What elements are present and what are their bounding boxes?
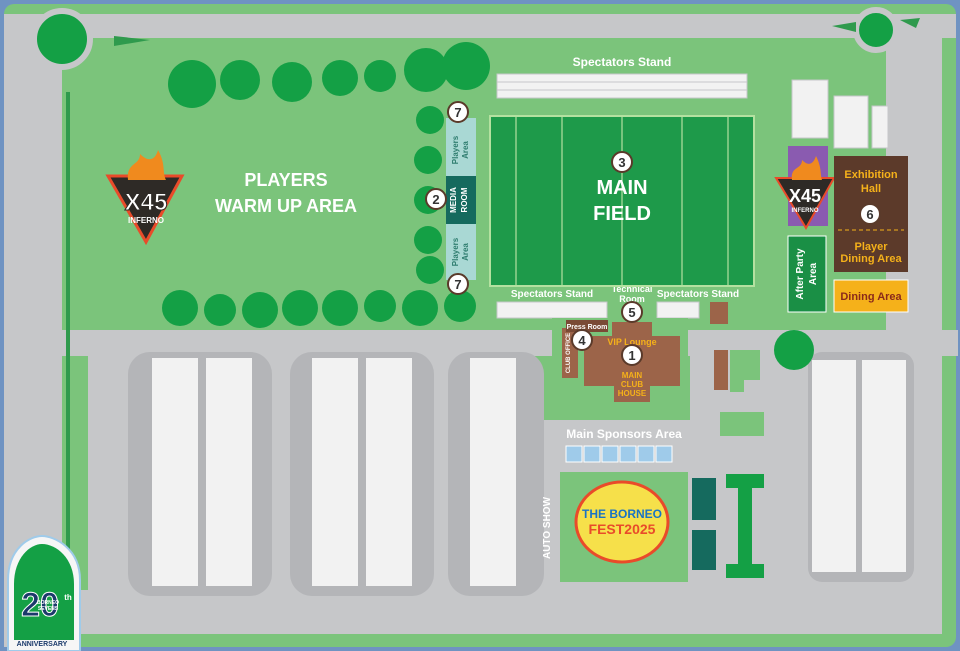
players-area-bottom-label-1: Players <box>451 237 460 266</box>
players-area-top <box>446 118 476 176</box>
media-room-label-2: ROOM <box>460 187 469 212</box>
clubhouse-label-2: CLUB <box>621 380 643 389</box>
marker-1[interactable]: 1 <box>621 344 643 366</box>
media-room <box>446 176 476 224</box>
press-room <box>566 320 608 332</box>
main-field-lines <box>515 116 729 286</box>
main-field-label-1: MAIN <box>596 177 647 199</box>
players-area-top-label-2: Area <box>461 141 470 159</box>
after-party-label-2: Area <box>808 262 819 285</box>
small-building-right <box>714 350 728 390</box>
players-area-bottom <box>446 224 476 280</box>
warmup-area-label-1: PLAYERS <box>244 170 327 190</box>
warmup-area-label-2: WARM UP AREA <box>215 196 357 216</box>
dining-area-label: Dining Area <box>840 291 902 303</box>
parking-lots <box>128 352 914 596</box>
trees <box>162 42 814 370</box>
spectators-stand-left <box>496 301 608 319</box>
fest-logo-line2: FEST2025 <box>589 521 656 537</box>
inferno-logo-left-sub: INFERNO <box>128 216 164 225</box>
road-island-3 <box>900 18 920 28</box>
technical-room-small <box>710 302 728 324</box>
after-party-label-1: After Party <box>795 248 806 300</box>
players-area-bottom-label-2: Area <box>461 243 470 261</box>
green-islands <box>720 350 764 436</box>
marker-4-label: 4 <box>578 333 586 348</box>
marker-6-label: 6 <box>866 207 873 222</box>
marker-3[interactable]: 3 <box>611 151 633 173</box>
marker-4[interactable]: 4 <box>571 329 593 351</box>
spectators-stand-right <box>656 301 700 319</box>
clubhouse-label-3: HOUSE <box>618 389 647 398</box>
dark-teal-block-bottom <box>692 530 716 570</box>
inferno-logo-right-main: X45 <box>789 186 821 206</box>
roundabout-left <box>31 8 93 70</box>
inferno-logo-right-sub: INFERNO <box>792 208 819 214</box>
clubhouse-label-1: MAIN <box>622 371 643 380</box>
marker-2[interactable]: 2 <box>425 188 447 210</box>
sponsor-tiles <box>565 445 673 463</box>
press-room-label: Press Room <box>567 324 608 331</box>
marker-7-top[interactable]: 7 <box>447 101 469 123</box>
spectators-stand-top-label: Spectators Stand <box>573 55 672 69</box>
marker-7-bottom[interactable]: 7 <box>447 273 469 295</box>
main-sponsors-label: Main Sponsors Area <box>566 427 682 441</box>
warmup-grass <box>90 62 495 330</box>
main-field-label-2: FIELD <box>593 203 651 225</box>
inferno-logo-left: X45 INFERNO <box>105 150 185 246</box>
spectators-stand-left-label: Spectators Stand <box>511 289 593 300</box>
marker-7-bottom-label: 7 <box>454 277 461 292</box>
green-i-block <box>726 474 764 578</box>
media-room-label-1: MEDIA <box>449 187 458 213</box>
technical-room-label-2: Room <box>619 294 645 304</box>
marker-5-label: 5 <box>628 305 635 320</box>
spectators-stand-right-label: Spectators Stand <box>657 289 739 300</box>
anniversary-brand-1: BORNEO <box>37 600 59 606</box>
anniversary-badge: 20 th BORNEO SEVENS ANNIVERSARY <box>7 534 81 651</box>
anniversary-th: th <box>64 593 72 602</box>
dining-area <box>833 279 909 313</box>
marker-6[interactable]: 6 <box>859 203 881 225</box>
after-party-area <box>787 235 827 313</box>
anniversary-caption: ANNIVERSARY <box>17 641 68 648</box>
exhibition-hall-label-1: Exhibition <box>844 169 897 181</box>
road-island-1 <box>114 36 150 46</box>
inferno-logo-left-main: X45 <box>125 189 168 216</box>
anniversary-number: 20 <box>21 586 59 624</box>
fest-logo-line1: THE BORNEO <box>582 507 662 521</box>
inferno-logo-right: X45 INFERNO <box>774 156 836 230</box>
technical-room-label-1: Technical <box>612 284 653 294</box>
marker-5[interactable]: 5 <box>621 301 643 323</box>
club-office-label: CLUB OFFICE <box>566 333 572 373</box>
marker-7-top-label: 7 <box>454 105 461 120</box>
vip-lounge-label: VIP Lounge <box>607 337 656 347</box>
player-dining-label-2: Dining Area <box>840 253 902 265</box>
anniversary-brand-2: SEVENS <box>38 606 59 612</box>
marker-1-label: 1 <box>628 348 635 363</box>
auto-show-label: AUTO SHOW <box>542 496 553 559</box>
roundabout-right <box>853 7 899 53</box>
players-area-top-label-1: Players <box>451 135 460 164</box>
road-island-2 <box>832 22 856 32</box>
borneo-fest-logo <box>574 480 670 564</box>
spectators-stand-top <box>496 73 748 99</box>
white-buildings <box>791 79 889 149</box>
exhibition-hall-label-2: Hall <box>861 183 881 195</box>
dark-teal-block-top <box>692 478 716 520</box>
marker-2-label: 2 <box>432 192 439 207</box>
marker-3-label: 3 <box>618 155 625 170</box>
player-dining-label-1: Player <box>854 241 888 253</box>
